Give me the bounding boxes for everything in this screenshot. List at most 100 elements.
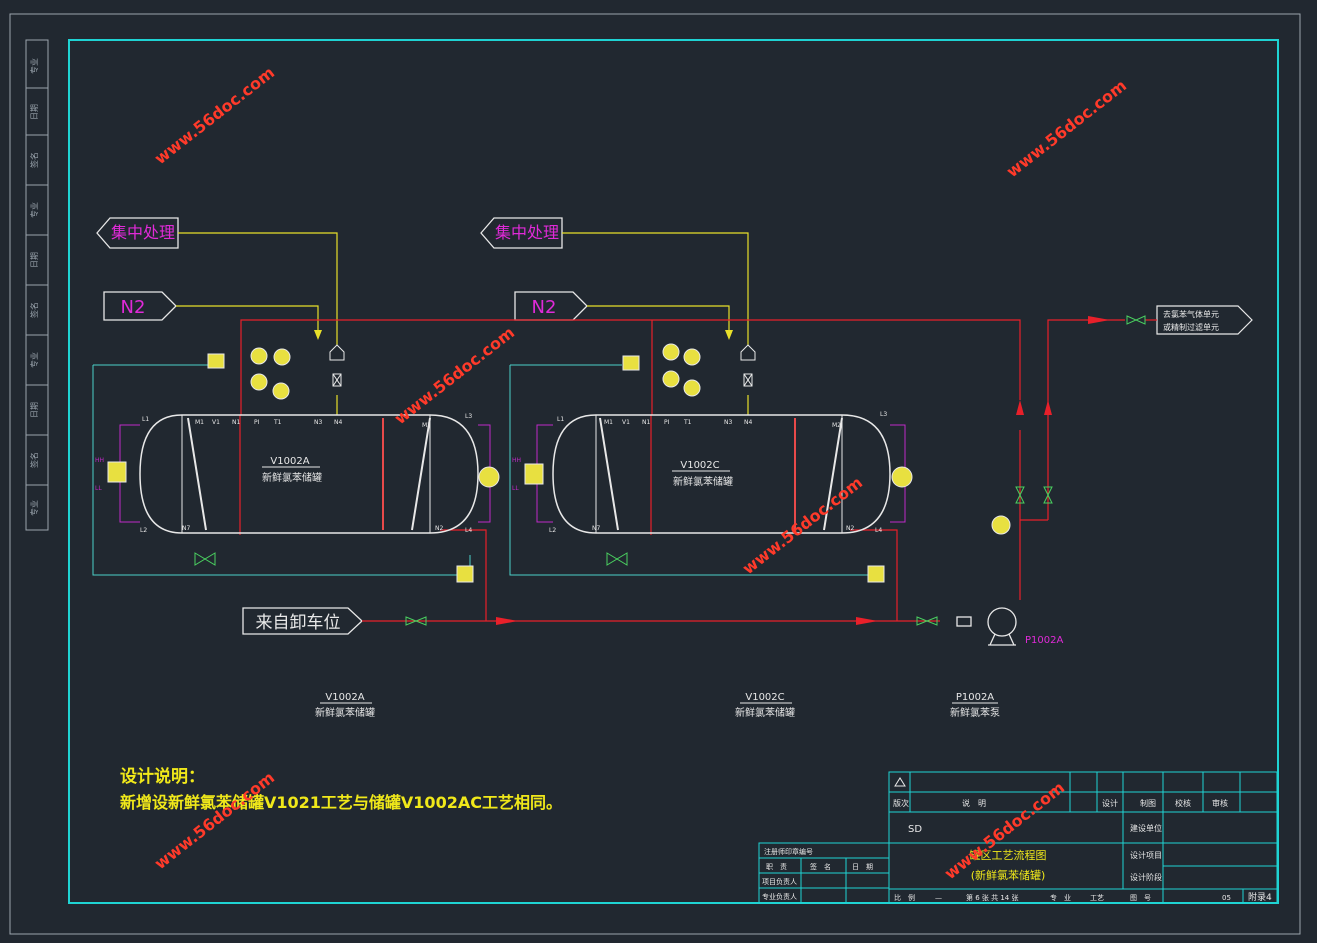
svg-text:项目负责人: 项目负责人 bbox=[762, 877, 797, 886]
strip-label: 签名 bbox=[29, 152, 39, 168]
strip-label: 签名 bbox=[29, 302, 39, 318]
svg-text:附录4: 附录4 bbox=[1248, 891, 1272, 903]
pressure-gauge-pump bbox=[991, 515, 1011, 535]
svg-text:N7: N7 bbox=[592, 525, 600, 532]
left-signature-strip: 专业 日期 签名 专业 日期 签名 专业 日期 签名 专业 bbox=[25, 39, 49, 531]
svg-text:图 号: 图 号 bbox=[1130, 894, 1151, 902]
svg-text:版次: 版次 bbox=[893, 798, 909, 808]
svg-text:来自卸车位: 来自卸车位 bbox=[256, 613, 341, 633]
n2-arrow-icon bbox=[314, 330, 322, 340]
strip-label: 签名 bbox=[29, 452, 39, 468]
offpage-n2-2: N2 bbox=[514, 291, 588, 321]
nozzle-labels-a: M1 V1 N1 PI T1 N3 N4 M2 L1 L2 L3 L4 N7 N… bbox=[140, 413, 472, 534]
n2-arrow-icon bbox=[725, 330, 733, 340]
svg-text:设计项目: 设计项目 bbox=[1130, 850, 1162, 860]
svg-text:日 期: 日 期 bbox=[852, 863, 873, 871]
svg-text:www.56doc.com: www.56doc.com bbox=[941, 778, 1068, 883]
equipment-list: V1002A 新鲜氯苯储罐 V1002C 新鲜氯苯储罐 P1002A 新鲜氯苯泵 bbox=[315, 692, 1000, 719]
svg-text:N2: N2 bbox=[121, 297, 146, 318]
svg-text:专业负责人: 专业负责人 bbox=[762, 892, 797, 901]
sheet-border bbox=[9, 13, 1301, 935]
breather-valve-icon bbox=[740, 344, 756, 387]
svg-text:L3: L3 bbox=[880, 411, 887, 418]
svg-text:L2: L2 bbox=[549, 527, 556, 534]
level-brackets bbox=[119, 424, 906, 523]
svg-text:校核: 校核 bbox=[1175, 798, 1191, 808]
tank-a-name: 新鲜氯苯储罐 bbox=[262, 471, 322, 484]
svg-text:SD: SD bbox=[908, 824, 922, 835]
notes-body: 新增设新鲜氯苯储罐V1021工艺与储罐V1002AC工艺相同。 bbox=[120, 793, 562, 812]
svg-text:L1: L1 bbox=[142, 416, 149, 423]
tank-c-name: 新鲜氯苯储罐 bbox=[673, 475, 733, 488]
tank-a-tag: V1002A bbox=[270, 456, 309, 467]
svg-text:集中处理: 集中处理 bbox=[495, 223, 559, 242]
svg-text:V1: V1 bbox=[622, 419, 630, 426]
pump-p1002a bbox=[956, 607, 1017, 646]
svg-text:V1: V1 bbox=[212, 419, 220, 426]
svg-text:N1: N1 bbox=[232, 419, 240, 426]
offpage-n2-1: N2 bbox=[103, 291, 177, 321]
svg-text:N2: N2 bbox=[532, 297, 557, 318]
svg-text:N4: N4 bbox=[334, 419, 342, 426]
title-block bbox=[758, 771, 1278, 904]
svg-text:L3: L3 bbox=[465, 413, 472, 420]
strip-label: 专业 bbox=[29, 352, 39, 368]
svg-text:专 业: 专 业 bbox=[1050, 893, 1071, 902]
svg-text:罐区工艺流程图: 罐区工艺流程图 bbox=[970, 848, 1047, 862]
svg-text:N3: N3 bbox=[724, 419, 732, 426]
svg-text:www.56doc.com: www.56doc.com bbox=[151, 63, 278, 168]
svg-text:工艺: 工艺 bbox=[1090, 894, 1104, 902]
notes-title: 设计说明： bbox=[120, 766, 205, 787]
svg-text:N2: N2 bbox=[846, 525, 854, 532]
svg-text:或精制过滤单元: 或精制过滤单元 bbox=[1163, 322, 1219, 332]
svg-text:V1002A: V1002A bbox=[325, 692, 364, 703]
svg-text:M2: M2 bbox=[422, 422, 431, 429]
hh-label: HH bbox=[512, 457, 521, 464]
breather-valve-icon bbox=[329, 344, 345, 387]
level-gauge-a bbox=[478, 466, 500, 488]
svg-text:N3: N3 bbox=[314, 419, 322, 426]
svg-text:建设单位: 建设单位 bbox=[1130, 823, 1162, 833]
svg-text:设计: 设计 bbox=[1102, 798, 1118, 808]
svg-text:M2: M2 bbox=[832, 422, 841, 429]
svg-text:T1: T1 bbox=[683, 419, 692, 426]
svg-text:第 6 张 共 14 张: 第 6 张 共 14 张 bbox=[966, 893, 1019, 902]
svg-text:(新鲜氯苯储罐): (新鲜氯苯储罐) bbox=[971, 868, 1046, 882]
nozzle-labels-c: M1 V1 N1 PI T1 N3 N4 M2 L1 L2 L3 L4 N7 N… bbox=[549, 411, 887, 534]
hh-label: HH bbox=[95, 457, 104, 464]
svg-text:新鲜氯苯泵: 新鲜氯苯泵 bbox=[950, 706, 1000, 719]
svg-text:—: — bbox=[935, 894, 942, 902]
svg-text:M1: M1 bbox=[195, 419, 204, 426]
instrument-bubbles-a bbox=[107, 347, 474, 583]
flow-arrow-icon bbox=[496, 316, 1110, 625]
strip-label: 专业 bbox=[29, 202, 39, 218]
svg-text:比 例: 比 例 bbox=[894, 893, 915, 902]
svg-text:PI: PI bbox=[664, 419, 670, 426]
offpage-central-1: 集中处理 bbox=[96, 217, 179, 249]
strip-label: 专业 bbox=[29, 500, 39, 516]
svg-text:M1: M1 bbox=[604, 419, 613, 426]
title-block-text: 版次 说 明 设计 制图 校核 审核 SD 建设单位 设计项目 设计阶段 罐区工… bbox=[762, 798, 1272, 903]
svg-text:L4: L4 bbox=[465, 527, 472, 534]
svg-text:设计阶段: 设计阶段 bbox=[1130, 872, 1162, 882]
ll-label: LL bbox=[95, 485, 102, 492]
ll-label: LL bbox=[512, 485, 519, 492]
svg-text:T1: T1 bbox=[273, 419, 282, 426]
offpage-unload: 来自卸车位 bbox=[242, 607, 363, 635]
offpage-central-2: 集中处理 bbox=[480, 217, 563, 249]
svg-text:N2: N2 bbox=[435, 525, 443, 532]
offpage-destination: 去氯苯气体单元 或精制过滤单元 bbox=[1156, 305, 1253, 335]
svg-text:注册师印章编号: 注册师印章编号 bbox=[764, 847, 813, 856]
instrument-bubbles-c bbox=[524, 343, 885, 583]
tank-c-tag: V1002C bbox=[680, 460, 719, 471]
svg-text:N7: N7 bbox=[182, 525, 190, 532]
svg-text:去氯苯气体单元: 去氯苯气体单元 bbox=[1163, 309, 1219, 319]
level-loops bbox=[92, 364, 880, 576]
strip-label: 日期 bbox=[30, 104, 39, 120]
tank-v1002a: V1002A 新鲜氯苯储罐 bbox=[139, 414, 479, 534]
tank-v1002c: V1002C 新鲜氯苯储罐 bbox=[552, 414, 891, 534]
svg-text:V1002C: V1002C bbox=[745, 692, 784, 703]
svg-text:www.56doc.com: www.56doc.com bbox=[1003, 76, 1130, 181]
svg-text:集中处理: 集中处理 bbox=[111, 223, 175, 242]
